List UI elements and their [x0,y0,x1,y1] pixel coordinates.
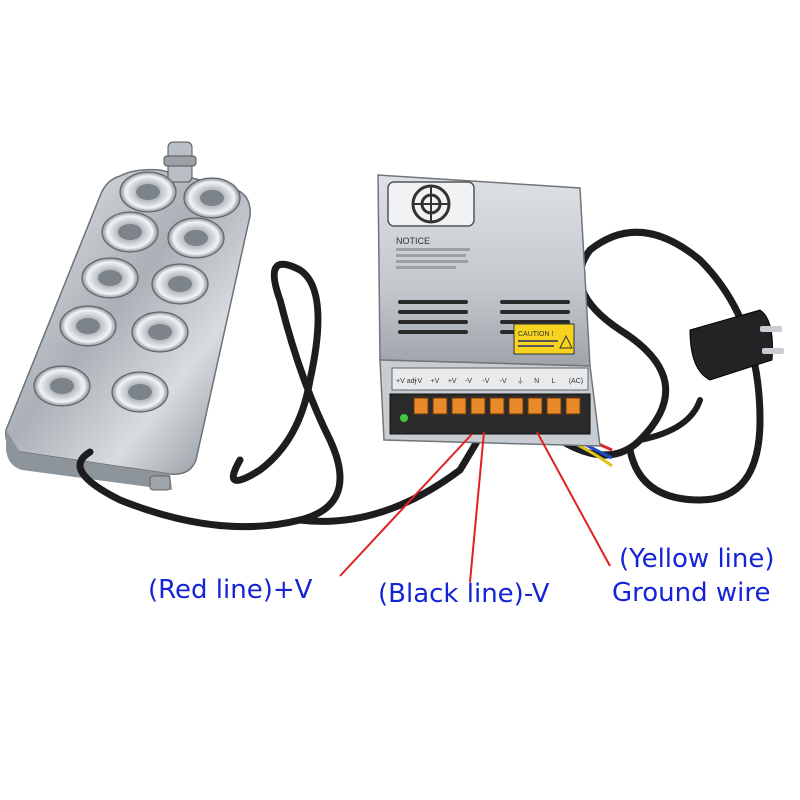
terminal-screw [527,397,543,415]
terminal-label: -V [465,378,472,385]
terminal-label: N [534,378,539,385]
terminal-label: -V [482,378,489,385]
terminal-screw [546,397,562,415]
atomizer-disc-center [118,224,142,240]
notice-title: NOTICE [396,236,430,246]
terminal-label: -V [500,378,507,385]
terminal-screw [413,397,429,415]
power-supply: NOTICE CAUTION ! +V adj+V+V+V-V-V [377,174,601,447]
terminal-screw [470,397,486,415]
atomizer-disc-center [128,384,152,400]
cables [76,228,764,531]
atomizer-disc-center [50,378,74,394]
caution-label: CAUTION ! [513,323,575,355]
terminal-label: +V [431,378,440,385]
black-line-caption: (Black line)-V [378,579,550,609]
atomizer-disc-center [76,318,100,334]
atomizer-disc-center [200,190,224,206]
atomizer-disc-center [148,324,172,340]
terminal-screw [489,397,505,415]
mains-plug [689,309,784,381]
atomizer-disc-center [184,230,208,246]
caution-text: CAUTION ! [518,331,553,338]
mist-maker-unit [5,141,251,491]
pointer-lines [339,431,611,583]
terminal-label: (AC) [569,378,583,385]
terminal-label: +V [413,378,422,385]
terminal-screw [451,397,467,415]
terminal-label: L [551,378,555,385]
terminal-screw [508,397,524,415]
terminal-label: +V [448,378,457,385]
red-line-caption: (Red line)+V [148,575,313,605]
atomizer-disc-center [98,270,122,286]
terminal-label: +V adj [396,378,416,385]
notice-label: NOTICE [396,236,470,269]
status-led [400,414,408,422]
terminal-screw [565,397,581,415]
terminal-screw [432,397,448,415]
terminal-label: ⏚ [517,377,524,385]
fan-grille [387,181,475,227]
yellow-line-caption: (Yellow line) [619,544,775,574]
atomizer-disc-center [136,184,160,200]
ground-wire-caption: Ground wire [612,578,771,608]
atomizer-disc-center [168,276,192,292]
